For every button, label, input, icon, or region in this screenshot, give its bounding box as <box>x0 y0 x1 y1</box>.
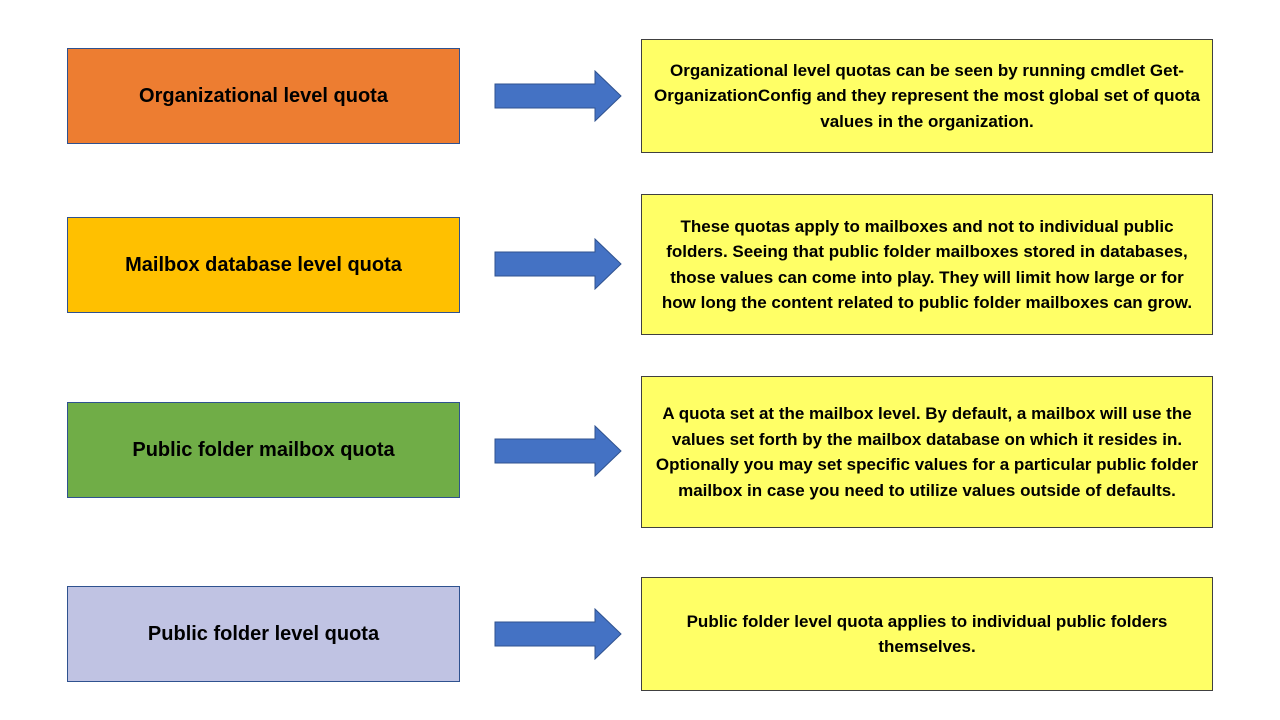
level-label: Organizational level quota <box>139 84 388 107</box>
level-box-organizational: Organizational level quota <box>67 48 460 144</box>
level-label: Public folder level quota <box>147 622 380 645</box>
level-label: Mailbox database level quota <box>125 253 402 276</box>
description-box-mailbox-database: These quotas apply to mailboxes and not … <box>641 194 1213 335</box>
level-label: Public folder mailbox quota <box>132 438 395 461</box>
description-text: A quota set at the mailbox level. By def… <box>655 404 1199 500</box>
description-text: These quotas apply to mailboxes and not … <box>661 216 1193 313</box>
level-box-mailbox-database: Mailbox database level quota <box>67 217 460 313</box>
description-box-organizational: Organizational level quotas can be seen … <box>641 39 1213 153</box>
description-text: Organizational level quotas can be seen … <box>654 60 1200 131</box>
right-arrow-icon <box>494 238 622 290</box>
level-box-public-folder-mailbox: Public folder mailbox quota <box>67 402 460 498</box>
right-arrow-icon <box>494 425 622 477</box>
right-arrow-icon <box>494 70 622 122</box>
description-box-public-folder: Public folder level quota applies to ind… <box>641 577 1213 691</box>
right-arrow-icon <box>494 608 622 660</box>
description-text: Public folder level quota applies to ind… <box>686 611 1168 657</box>
level-box-public-folder: Public folder level quota <box>67 586 460 682</box>
description-box-public-folder-mailbox: A quota set at the mailbox level. By def… <box>641 376 1213 528</box>
